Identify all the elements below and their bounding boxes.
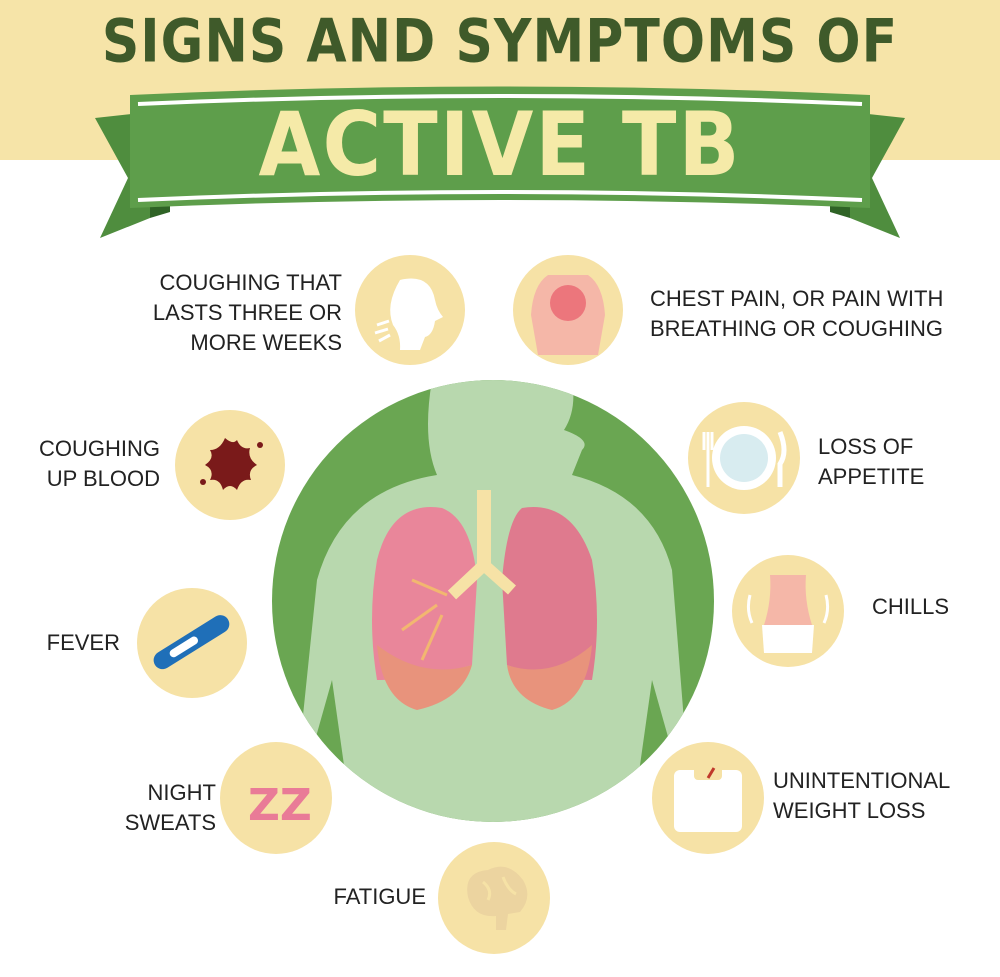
chills-label: CHILLS <box>872 594 950 619</box>
chest-pain-label: CHEST PAIN, OR PAIN WITH BREATHING OR CO… <box>650 286 944 341</box>
title-line-1: SIGNS AND SYMPTOMS OF <box>101 7 899 77</box>
blood-label: COUGHING UP BLOOD <box>39 436 160 491</box>
blood-splatter-icon <box>175 410 285 520</box>
shivering-body-icon <box>732 555 844 667</box>
weight-loss-label: UNINTENTIONAL WEIGHT LOSS <box>773 768 951 823</box>
title-line-2: ACTIVE TB <box>258 93 742 196</box>
night-sweats-label: NIGHT SWEATS <box>124 780 216 835</box>
scale-icon <box>652 742 764 854</box>
plate-cutlery-icon <box>688 402 800 514</box>
chest-pain-icon <box>513 255 623 365</box>
coughing-label: COUGHING THAT LASTS THREE OR MORE WEEKS <box>152 270 342 355</box>
ribbon-banner <box>95 86 905 238</box>
zz-icon-text: ZZ <box>248 780 312 831</box>
coughing-head-icon <box>355 255 465 365</box>
fatigue-label: FATIGUE <box>333 884 427 909</box>
lungs-torso-icon <box>272 380 714 822</box>
thermometer-icon <box>137 588 247 698</box>
zz-sleep-icon: ZZ <box>220 742 332 854</box>
fever-label: FEVER <box>46 630 120 655</box>
appetite-label: LOSS OF APPETITE <box>818 434 925 489</box>
brain-icon <box>438 842 550 954</box>
